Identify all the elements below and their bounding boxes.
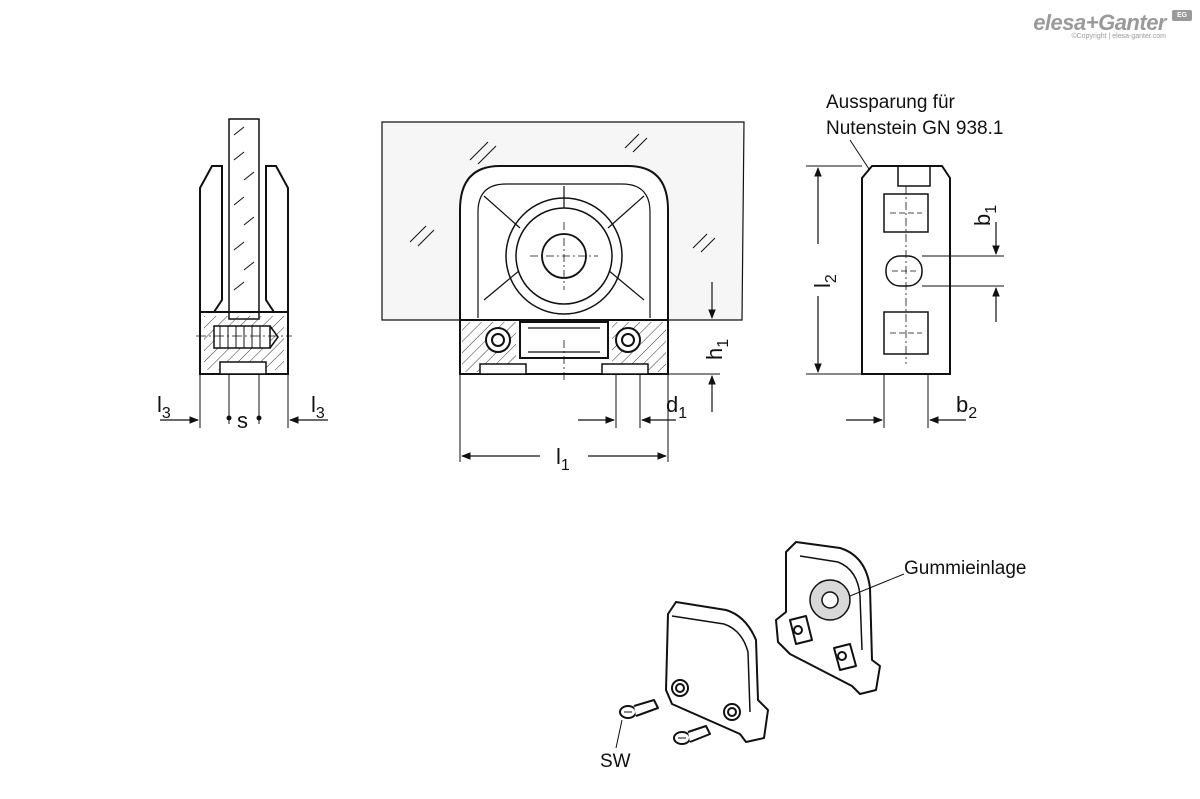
screw-hole-right	[615, 327, 641, 353]
side-body	[199, 165, 223, 313]
slot-hole	[885, 255, 923, 287]
glass-panel	[228, 118, 260, 320]
rubber-insert-ring	[505, 197, 623, 315]
brand-name: elesa+Ganter	[1033, 10, 1166, 35]
rubber-insert-label: Gummieinlage	[904, 558, 1027, 579]
glass-hatch	[233, 126, 255, 291]
exploded-view	[615, 541, 905, 749]
right-view	[806, 139, 1004, 428]
side-screw	[213, 325, 271, 349]
l2-label: l2	[810, 274, 840, 288]
h1-label: h1	[702, 339, 732, 360]
brand-badge: EG	[1172, 10, 1192, 21]
d1-label: d1	[666, 392, 687, 422]
b2-label: b2	[956, 392, 977, 422]
groove-nut-note-line2: Nutenstein GN 938.1	[826, 118, 1003, 139]
sw-leader	[615, 719, 623, 749]
side-view	[160, 118, 328, 428]
groove-nut-note-line1: Aussparung für	[826, 92, 956, 113]
l1-label: l1	[556, 444, 570, 474]
l3-left-label: l3	[157, 392, 171, 422]
screw-hole-left	[485, 327, 511, 353]
cover-plate	[665, 601, 769, 743]
s-label: s	[237, 408, 248, 433]
l3-right-label: l3	[311, 392, 325, 422]
glass-reflection-marks	[409, 133, 716, 253]
brand-copyright: ©Copyright | elesa-ganter.com	[1071, 33, 1166, 40]
front-view	[381, 121, 745, 462]
sw-label: SW	[600, 751, 631, 772]
rubber-leader	[849, 573, 905, 597]
brand-logo: elesa+Ganter ©Copyright | elesa-ganter.c…	[1033, 10, 1192, 40]
b1-label: b1	[970, 205, 1000, 226]
